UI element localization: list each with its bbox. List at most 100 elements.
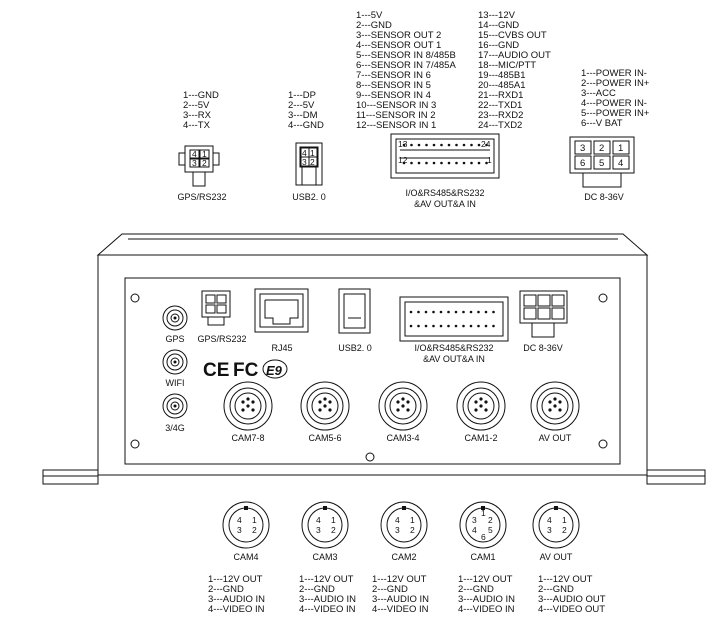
svg-text:3---SENSOR OUT 2: 3---SENSOR OUT 2 (356, 30, 441, 41)
svg-text:5: 5 (488, 525, 493, 535)
rj45-port[interactable] (254, 288, 309, 333)
io-pinout-left: 1---5V 2---GND 3---SENSOR OUT 2 4---SENS… (356, 10, 456, 131)
io-caption-1: I/O&RS485&RS232 (405, 188, 484, 198)
aviation-pin (328, 400, 332, 404)
svg-text:2---GND: 2---GND (356, 20, 392, 31)
svg-text:20---485A1: 20---485A1 (478, 80, 526, 91)
io-pin (417, 143, 421, 147)
io-connector: 13 24 12 1 (390, 133, 500, 179)
io-pin (470, 161, 473, 165)
rj45-label: RJ45 (271, 343, 292, 353)
svg-text:2: 2 (562, 525, 567, 535)
svg-text:4---VIDEO IN: 4---VIDEO IN (372, 604, 429, 615)
svg-text:3: 3 (580, 143, 585, 154)
io-pin (492, 324, 495, 328)
svg-text:14---GND: 14---GND (478, 20, 519, 31)
svg-text:4: 4 (237, 515, 242, 525)
io-pin (432, 324, 435, 328)
svg-text:3: 3 (237, 525, 242, 535)
dc-pinout: 1---POWER IN- 2---POWER IN+ 3---ACC 4---… (581, 68, 650, 129)
io-pin (447, 324, 450, 328)
svg-text:4: 4 (547, 515, 552, 525)
plug-key (481, 506, 485, 510)
svg-text:4: 4 (472, 525, 477, 535)
panel-gps-rs232-port[interactable] (201, 290, 231, 326)
io-pin (462, 324, 465, 328)
svg-text:16---GND: 16---GND (478, 40, 519, 51)
panel-dc-port[interactable] (519, 290, 568, 338)
svg-text:18---MIC/PTT: 18---MIC/PTT (478, 60, 536, 71)
aviation-pin (323, 404, 327, 408)
aviation-pin (406, 408, 410, 412)
aviation-pin (396, 400, 400, 404)
svg-text:3---AUDIO IN: 3---AUDIO IN (372, 594, 429, 605)
svg-text:4: 4 (618, 158, 623, 169)
avout-pin-numbers: 4 1 3 2 (547, 515, 567, 535)
io-pin (402, 161, 406, 165)
panel-usb-port[interactable] (338, 288, 371, 334)
gps-antenna-jack[interactable] (162, 305, 188, 331)
svg-text:3: 3 (316, 525, 321, 535)
svg-text:13---12V: 13---12V (478, 10, 516, 21)
svg-text:23---RXD2: 23---RXD2 (478, 110, 523, 121)
io-pin (485, 161, 488, 165)
svg-text:1---DP: 1---DP (288, 90, 316, 101)
cam2-pin-numbers: 4 1 3 2 (395, 515, 415, 535)
svg-text:1---12V OUT: 1---12V OUT (372, 574, 427, 585)
svg-text:2: 2 (331, 525, 336, 535)
svg-text:1: 1 (410, 515, 415, 525)
plug-inner (228, 507, 264, 543)
e9-mark: E9 (266, 363, 283, 378)
io-caption-2: &AV OUT&A IN (414, 199, 476, 209)
g34-label: 3/4G (165, 423, 185, 433)
svg-text:2: 2 (410, 525, 415, 535)
svg-text:6---SENSOR IN 7/485A: 6---SENSOR IN 7/485A (356, 60, 456, 71)
svg-text:2---POWER IN+: 2---POWER IN+ (581, 78, 650, 89)
svg-text:6---V BAT: 6---V BAT (581, 118, 623, 129)
plug-key (402, 506, 406, 510)
svg-text:1: 1 (562, 515, 567, 525)
io-pin (492, 310, 495, 314)
cam12-label: CAM1-2 (464, 433, 497, 443)
io-pin (440, 143, 443, 147)
aviation-pin (406, 400, 410, 404)
svg-text:1: 1 (252, 515, 257, 525)
panel-dc-label: DC 8-36V (523, 343, 563, 353)
gps-rs232-connector: 4 1 3 2 (178, 145, 220, 187)
svg-text:1: 1 (618, 143, 623, 154)
cam2-pinout: 1---12V OUT 2---GND 3---AUDIO IN 4---VID… (372, 574, 429, 615)
svg-text:5---POWER IN+: 5---POWER IN+ (581, 108, 650, 119)
io-pin (469, 310, 473, 314)
svg-text:2---GND: 2---GND (208, 584, 244, 595)
bottom-aviation-plugs (222, 501, 580, 549)
svg-text:4---POWER IN-: 4---POWER IN- (581, 98, 647, 109)
svg-text:2: 2 (599, 143, 604, 154)
svg-text:4---SENSOR OUT 1: 4---SENSOR OUT 1 (356, 40, 441, 51)
svg-text:3: 3 (192, 158, 197, 168)
svg-text:4: 4 (302, 148, 307, 158)
aviation-pin (241, 408, 245, 412)
cam1-caption: CAM1 (470, 552, 495, 562)
cam3-pin-numbers: 4 1 3 2 (316, 515, 336, 535)
aviation-pin (553, 397, 557, 401)
io-pin (477, 143, 481, 147)
aviation-pin (246, 404, 250, 408)
svg-text:6: 6 (580, 158, 585, 169)
svg-text:2---GND: 2---GND (372, 584, 408, 595)
usb-caption: USB2. 0 (292, 192, 326, 202)
io-pin (439, 324, 443, 328)
aviation-pin (548, 408, 552, 412)
panel-io-port[interactable] (399, 296, 509, 342)
aviation-pin (323, 397, 327, 401)
plug-inner (386, 507, 422, 543)
g34-antenna-jack[interactable] (162, 393, 188, 419)
io-pin (447, 143, 451, 147)
io-pin (477, 324, 480, 328)
wifi-antenna-jack[interactable] (162, 349, 188, 375)
svg-text:9---SENSOR IN 4: 9---SENSOR IN 4 (356, 90, 431, 101)
aviation-pin (401, 397, 405, 401)
svg-text:4: 4 (192, 149, 197, 159)
svg-text:2---GND: 2---GND (299, 584, 335, 595)
panel-camera-ports[interactable] (223, 381, 580, 431)
device-enclosure (42, 233, 706, 485)
